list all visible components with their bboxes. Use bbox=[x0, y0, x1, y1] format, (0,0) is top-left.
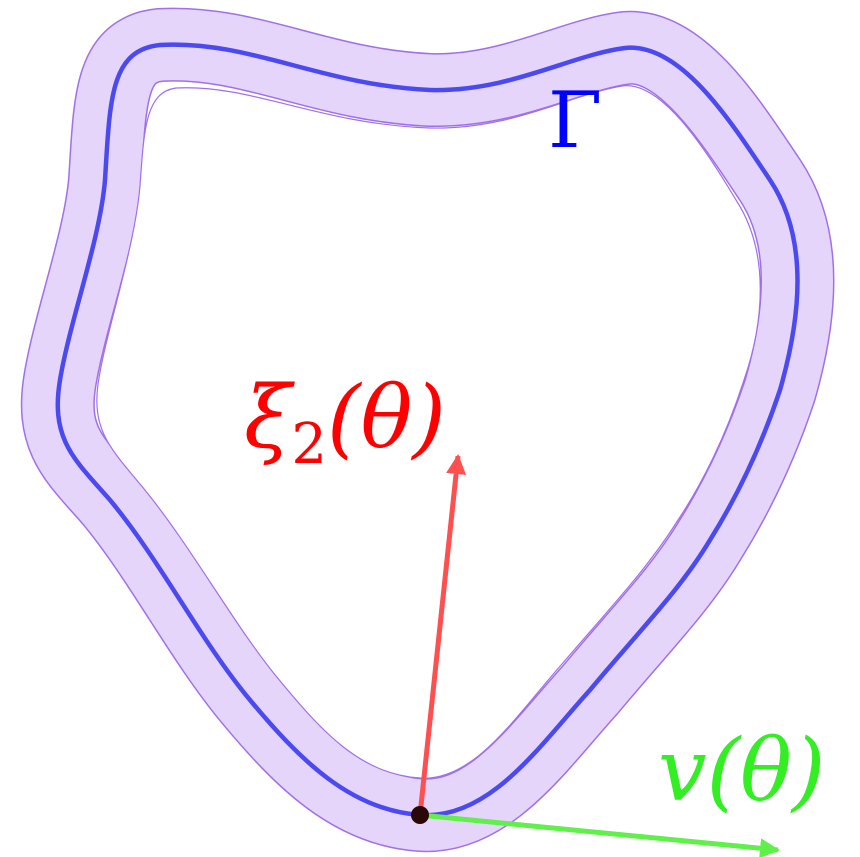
normal-vector-label-subscript: 2 bbox=[291, 412, 327, 477]
tangent-vector-label-argument: (θ) bbox=[707, 721, 826, 821]
normal-vector-arrow bbox=[417, 454, 467, 816]
normal-vector-label-argument: (θ) bbox=[327, 368, 446, 468]
curve-gamma bbox=[55, 42, 800, 818]
normal-vector-label: ξ2(θ) bbox=[244, 368, 446, 477]
tangent-vector-arrow bbox=[419, 812, 780, 857]
normal-vector-label-main: ξ bbox=[244, 368, 295, 468]
curve-label-gamma: Γ bbox=[548, 76, 602, 166]
tangent-vector-label-main: v bbox=[658, 721, 707, 821]
tangent-vector-label: v(θ) bbox=[658, 721, 825, 821]
curve-interior bbox=[96, 85, 761, 779]
base-point bbox=[411, 806, 429, 824]
